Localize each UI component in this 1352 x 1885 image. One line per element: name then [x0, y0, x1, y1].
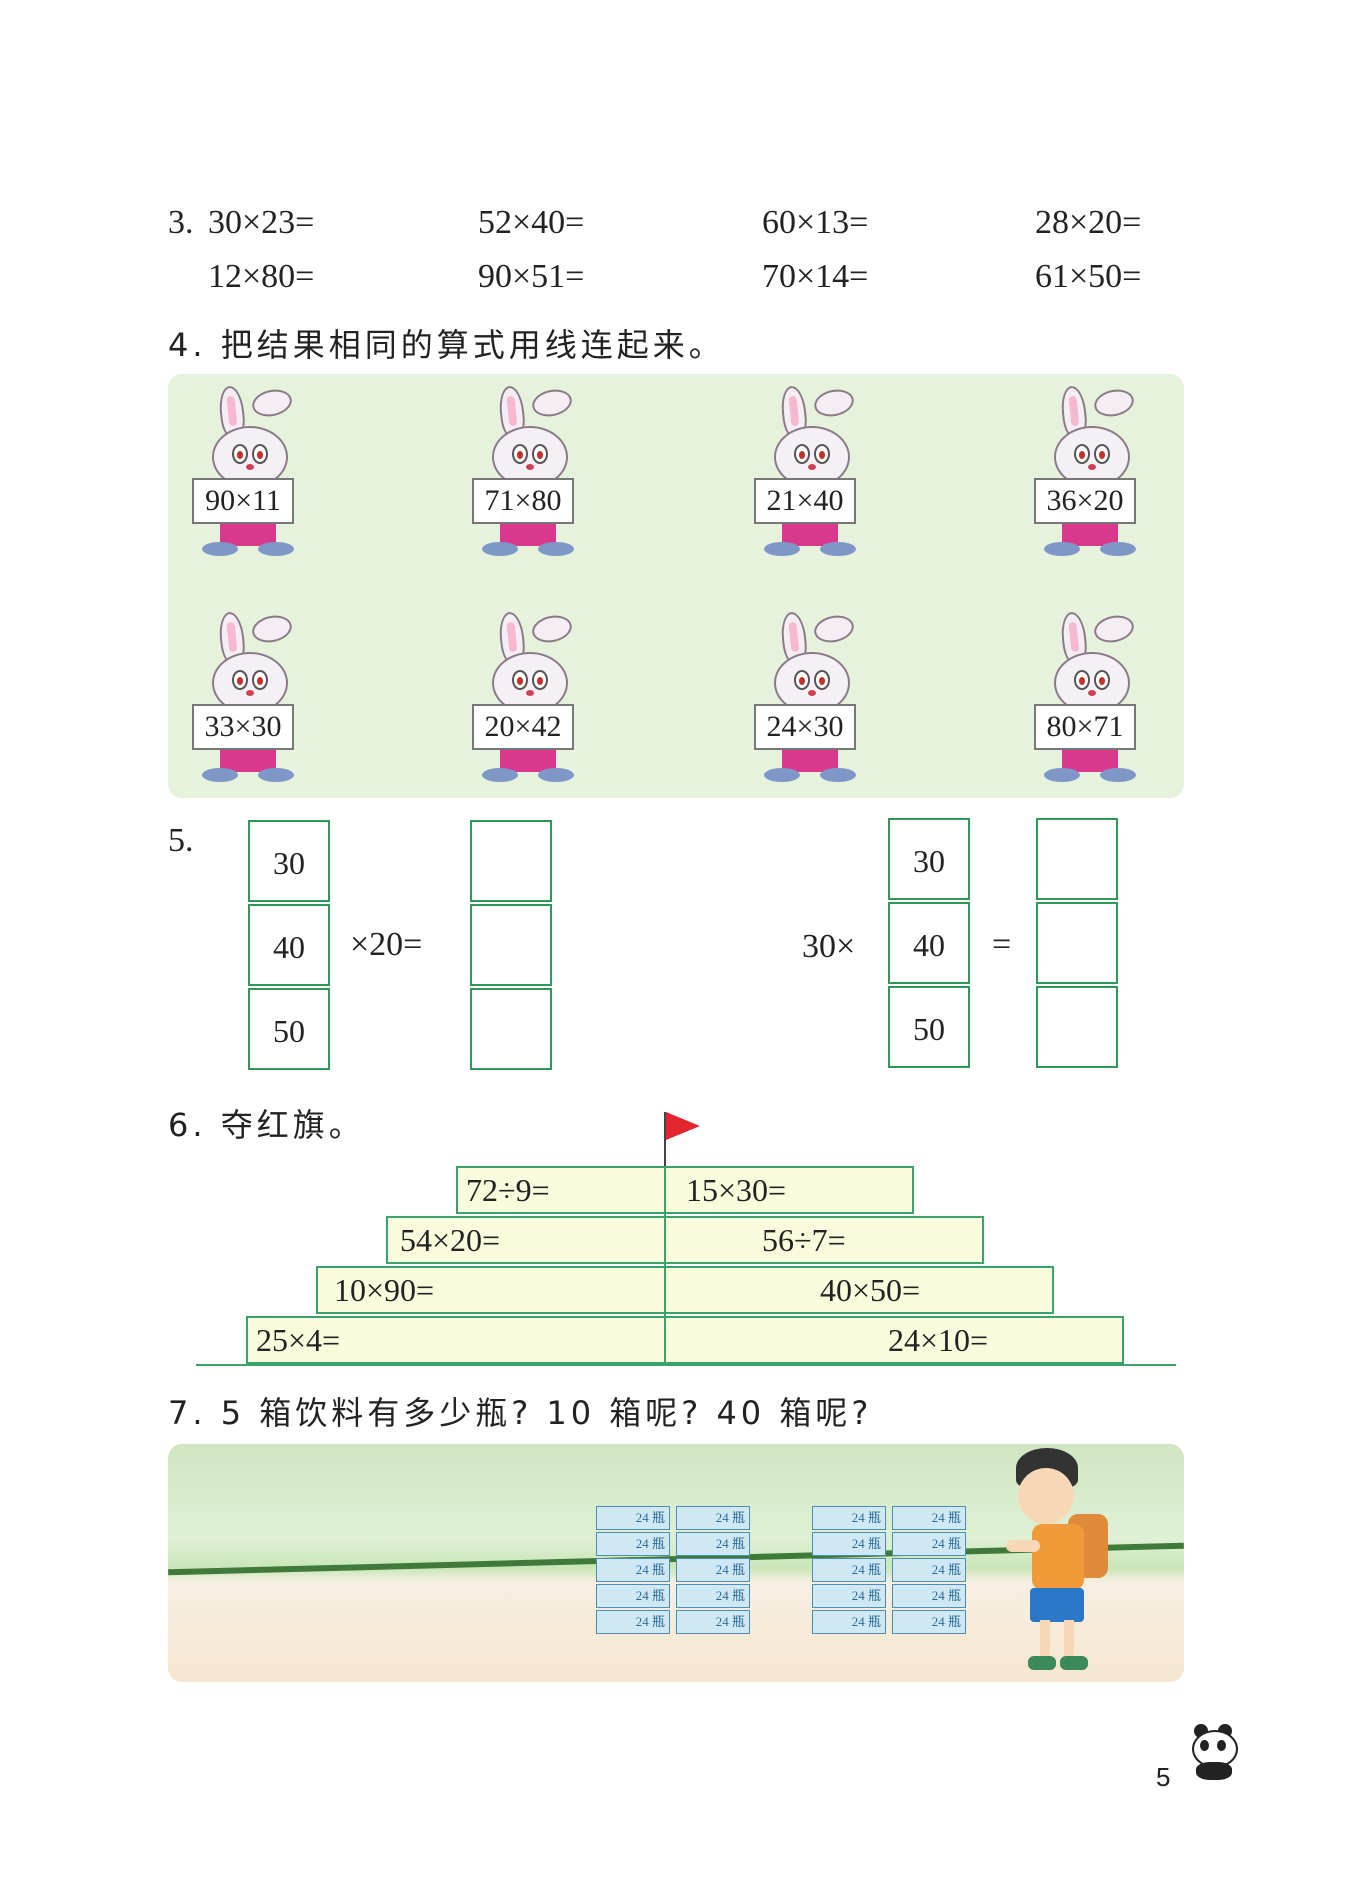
boy-leg — [1040, 1620, 1050, 1660]
q5-right-cell: 50 — [888, 986, 970, 1068]
boy-shirt — [1032, 1524, 1084, 1590]
q5-right-equals: = — [992, 926, 1012, 963]
pyramid-step — [386, 1216, 984, 1264]
q3-expr: 61×50= — [1035, 258, 1142, 295]
red-flag-icon — [666, 1112, 700, 1140]
rabbit: 71×80 — [472, 384, 592, 566]
rabbit: 21×40 — [754, 384, 874, 566]
rabbit-card[interactable]: 24×30 — [754, 704, 856, 750]
drink-crate: 24 瓶 — [596, 1558, 670, 1582]
drink-crate: 24 瓶 — [812, 1506, 886, 1530]
boy-illustration — [1006, 1444, 1126, 1682]
q6-title: 6. 夺红旗。 — [168, 1106, 365, 1144]
rabbit-card[interactable]: 71×80 — [472, 478, 574, 524]
boy-arm — [1006, 1540, 1040, 1552]
pyramid-expr: 24×10= — [888, 1322, 989, 1358]
flag-pole — [664, 1112, 666, 1168]
rabbit-card[interactable]: 90×11 — [192, 478, 294, 524]
rabbit-card[interactable]: 36×20 — [1034, 478, 1136, 524]
rabbit-panel: 90×11 71×80 21×40 36×20 33×30 20×42 24×3… — [168, 374, 1184, 798]
q3-expr: 52×40= — [478, 204, 585, 241]
q5-right-prefix: 30× — [802, 928, 856, 965]
drink-crate: 24 瓶 — [596, 1584, 670, 1608]
drink-crate: 24 瓶 — [596, 1610, 670, 1634]
q5-right-cell: 40 — [888, 902, 970, 984]
drink-crate: 24 瓶 — [892, 1584, 966, 1608]
pyramid-expr: 10×90= — [334, 1272, 435, 1308]
pyramid-expr: 54×20= — [400, 1222, 501, 1258]
q5-answer-box[interactable] — [1036, 986, 1118, 1068]
rabbit-card[interactable]: 80×71 — [1034, 704, 1136, 750]
boy-shorts — [1030, 1588, 1084, 1622]
pyramid-step — [456, 1166, 914, 1214]
q3-expr: 12×80= — [208, 258, 315, 295]
rabbit-card[interactable]: 33×30 — [192, 704, 294, 750]
q5-answer-box[interactable] — [470, 904, 552, 986]
drink-crate: 24 瓶 — [676, 1558, 750, 1582]
pyramid-center-line — [664, 1166, 666, 1366]
page-number: 5 — [1156, 1762, 1171, 1792]
drink-crates-scene: 24 瓶 24 瓶 24 瓶 24 瓶 24 瓶 24 瓶 24 瓶 24 瓶 … — [168, 1444, 1184, 1682]
drink-crate: 24 瓶 — [676, 1506, 750, 1530]
rabbit: 80×71 — [1034, 610, 1154, 792]
drink-crate: 24 瓶 — [812, 1558, 886, 1582]
panda-icon — [1188, 1724, 1240, 1784]
drink-crate: 24 瓶 — [596, 1532, 670, 1556]
boy-leg — [1064, 1620, 1074, 1660]
q3-expr: 90×51= — [478, 258, 585, 295]
pyramid-expr: 72÷9= — [466, 1172, 550, 1208]
q5-answer-box[interactable] — [1036, 818, 1118, 900]
q3-number: 3. — [168, 204, 194, 241]
drink-crate: 24 瓶 — [812, 1584, 886, 1608]
pyramid-step — [246, 1316, 1124, 1364]
pyramid-expr: 40×50= — [820, 1272, 921, 1308]
q5-number: 5. — [168, 822, 194, 859]
q5-left-operator: ×20= — [350, 926, 423, 963]
rabbit-card[interactable]: 21×40 — [754, 478, 856, 524]
drink-crate: 24 瓶 — [676, 1610, 750, 1634]
q3-expr: 30×23= — [208, 204, 315, 241]
drink-crate: 24 瓶 — [596, 1506, 670, 1530]
drink-crate: 24 瓶 — [892, 1506, 966, 1530]
rabbit: 36×20 — [1034, 384, 1154, 566]
q7-title: 7. 5 箱饮料有多少瓶? 10 箱呢? 40 箱呢? — [168, 1394, 873, 1432]
pyramid-expr: 25×4= — [256, 1322, 341, 1358]
drink-crate: 24 瓶 — [812, 1610, 886, 1634]
q5-answer-box[interactable] — [470, 988, 552, 1070]
q3-expr: 28×20= — [1035, 204, 1142, 241]
pyramid-expr: 15×30= — [686, 1172, 787, 1208]
q5-right-cell: 30 — [888, 818, 970, 900]
q3-expr: 60×13= — [762, 204, 869, 241]
q5-left-cell: 40 — [248, 904, 330, 986]
ground-line — [196, 1364, 1176, 1366]
boy-shoe — [1060, 1656, 1088, 1670]
q5-answer-box[interactable] — [470, 820, 552, 902]
rabbit: 90×11 — [192, 384, 312, 566]
q5-answer-box[interactable] — [1036, 902, 1118, 984]
drink-crate: 24 瓶 — [812, 1532, 886, 1556]
drink-crate: 24 瓶 — [892, 1558, 966, 1582]
pyramid-step — [316, 1266, 1054, 1314]
q4-title: 4. 把结果相同的算式用线连起来。 — [168, 326, 725, 364]
rabbit: 20×42 — [472, 610, 592, 792]
drink-crate: 24 瓶 — [676, 1584, 750, 1608]
q5-left-cell: 50 — [248, 988, 330, 1070]
boy-shoe — [1028, 1656, 1056, 1670]
drink-crate: 24 瓶 — [892, 1532, 966, 1556]
drink-crate: 24 瓶 — [676, 1532, 750, 1556]
pyramid-expr: 56÷7= — [762, 1222, 846, 1258]
rabbit: 24×30 — [754, 610, 874, 792]
boy-face — [1018, 1468, 1074, 1524]
rabbit-card[interactable]: 20×42 — [472, 704, 574, 750]
q5-left-cell: 30 — [248, 820, 330, 902]
drink-crate: 24 瓶 — [892, 1610, 966, 1634]
q3-expr: 70×14= — [762, 258, 869, 295]
rabbit: 33×30 — [192, 610, 312, 792]
